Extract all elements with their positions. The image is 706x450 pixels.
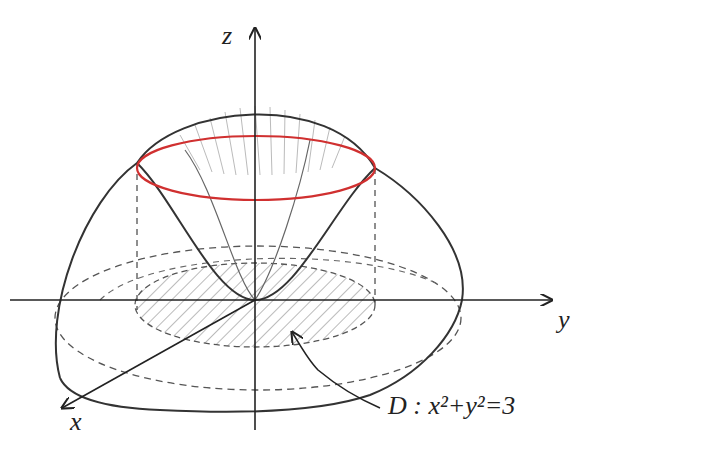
axis-label: y (558, 306, 570, 335)
leader-arrow (292, 332, 380, 408)
projection-line (374, 168, 375, 305)
paraboloid-curve (185, 140, 310, 300)
region-label: D : x²+y²=3 (388, 392, 515, 421)
sphere-dome (56, 114, 463, 378)
z-axis (254, 28, 256, 430)
intersection-circle (137, 136, 375, 200)
projection-line (136, 163, 137, 310)
sphere-base (55, 246, 461, 390)
paraboloid (137, 163, 375, 300)
y-axis (10, 299, 552, 301)
axis-label: x (70, 408, 82, 437)
x-axis (62, 300, 255, 408)
axis-label: z (222, 22, 232, 51)
dashed-arc (100, 258, 440, 300)
